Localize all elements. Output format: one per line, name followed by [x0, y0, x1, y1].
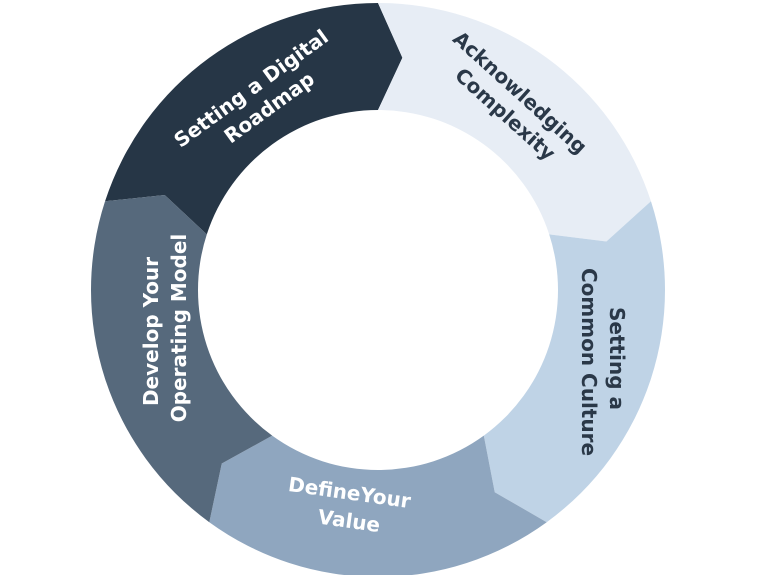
segment-operating [91, 195, 273, 523]
segment-label-culture: Setting a Common Culture [577, 268, 629, 456]
segment-label-operating: Develop Your Operating Model [139, 234, 191, 423]
segment-value [209, 435, 547, 575]
segment-complexity [378, 3, 651, 242]
segment-culture [483, 201, 666, 523]
segment-roadmap [105, 3, 403, 235]
